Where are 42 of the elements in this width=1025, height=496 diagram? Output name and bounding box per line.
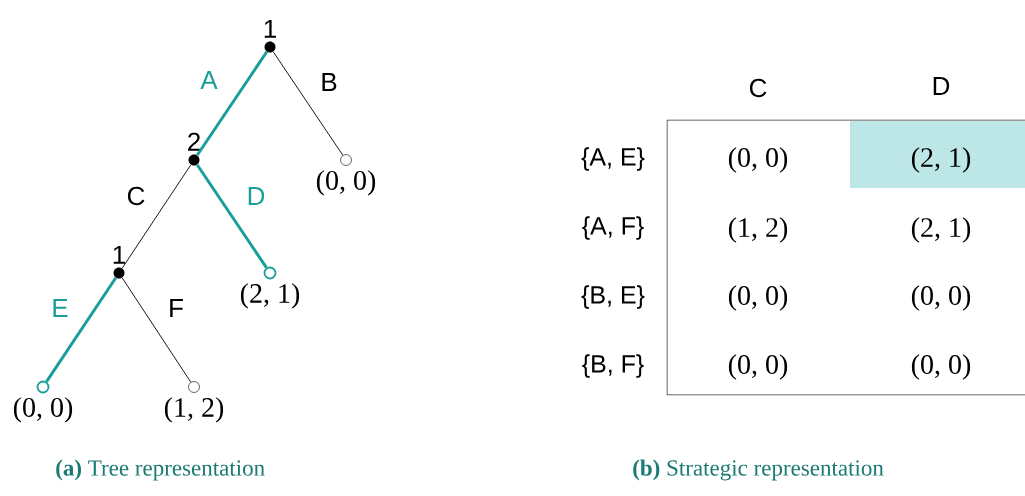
tree-branch: [195, 163, 268, 269]
edge-label: A: [200, 71, 218, 89]
node-label: 1: [113, 245, 125, 264]
decision-node: 1: [264, 19, 276, 53]
node-label: (2, 1): [240, 283, 300, 309]
terminal-node: (1, 2): [164, 381, 224, 423]
edge-label: F: [170, 299, 183, 317]
terminal-node: (2, 1): [240, 266, 300, 309]
table-cell: (1, 2): [728, 217, 788, 243]
tree-branch: [121, 164, 192, 269]
table-cell: (0, 0): [911, 285, 971, 311]
tree-branch: [195, 50, 269, 157]
caption: (b) Strategic representation: [633, 459, 884, 481]
row-header: {A, E}: [581, 147, 645, 171]
terminal-node: (0, 0): [13, 380, 73, 423]
terminal-node: (0, 0): [316, 154, 376, 196]
node-label: 1: [264, 19, 276, 38]
decision-node: 2: [188, 132, 200, 166]
row-header: {B, F}: [582, 354, 644, 378]
column-header: D: [933, 77, 950, 95]
edge-label: B: [322, 73, 337, 91]
table-cell: (2, 1): [850, 121, 1025, 188]
edge-label: E: [53, 299, 68, 317]
node-label: (0, 0): [316, 170, 376, 196]
edge-label: C: [127, 186, 145, 206]
table-cell: (0, 0): [728, 147, 788, 173]
tree-branch: [121, 277, 192, 383]
row-header: {B, E}: [581, 285, 645, 309]
column-header: C: [749, 78, 767, 98]
node-label: 2: [188, 132, 200, 151]
decision-node: 1: [113, 245, 125, 279]
tree-branch: [45, 276, 118, 383]
row-header: {A, F}: [582, 216, 644, 240]
caption: (a) Tree representation: [56, 459, 265, 481]
table-cell: (0, 0): [728, 285, 788, 311]
node-label: (0, 0): [13, 397, 73, 423]
node-label: (1, 2): [164, 397, 224, 423]
table-cell: (0, 0): [911, 354, 971, 380]
tree-branch: [272, 51, 344, 156]
table-cell: (0, 0): [728, 354, 788, 380]
table-cell: (2, 1): [911, 217, 971, 243]
edge-label: D: [248, 187, 265, 205]
